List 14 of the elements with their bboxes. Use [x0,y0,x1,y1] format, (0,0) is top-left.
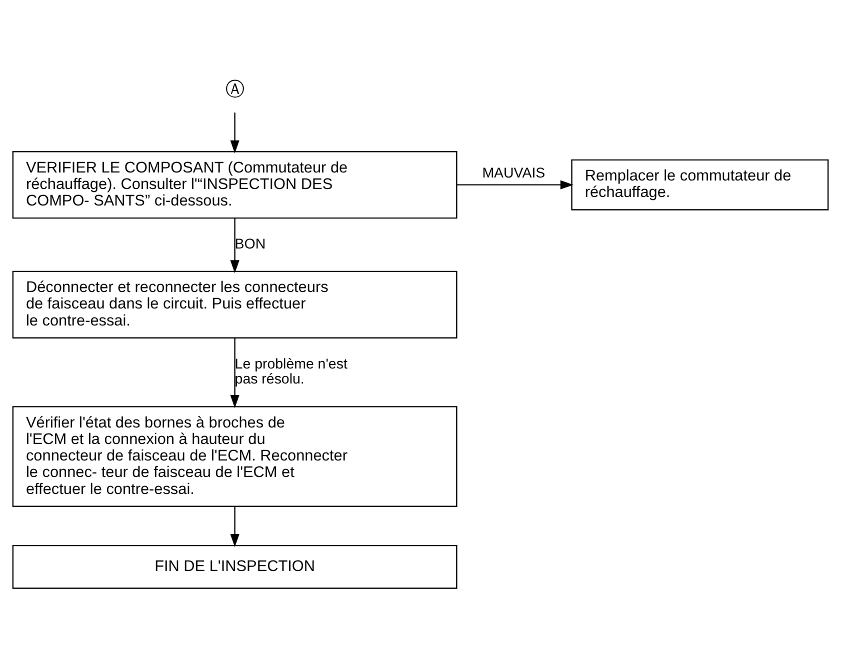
node-box: VERIFIER LE COMPOSANT (Commutateur de réchauffage). Consulter l'“INSPECTION DES COMPO- SANTS” ci-dessous. [12,150,458,218]
node-box: FIN DE L'INSPECTION [12,544,458,588]
edge-label: MAUVAIS [482,164,546,181]
arrow [456,180,574,189]
node-box: Remplacer le commutateur de réchauffage. [571,158,829,210]
node-text: Ⓐ [225,79,244,100]
edge-label: BON [234,236,266,252]
node-box: Déconnecter et reconnecter les connecteurs de faisceau dans le circuit. Puis effectuer le contre-essai. [12,270,458,338]
arrow [230,337,240,408]
node-box: Vérifier l'état des bornes à broches de l'ECM et la connexion à hauteur du connecteur de faisceau de l'ECM. Reconnecter le connec- teur de faisceau de l'ECM et effectuer le contre-essai. [12,406,458,506]
edge-label: Le problème n'est pas résolu. [234,356,348,388]
arrow [230,218,240,273]
arrow [230,506,240,547]
arrow [230,112,240,153]
